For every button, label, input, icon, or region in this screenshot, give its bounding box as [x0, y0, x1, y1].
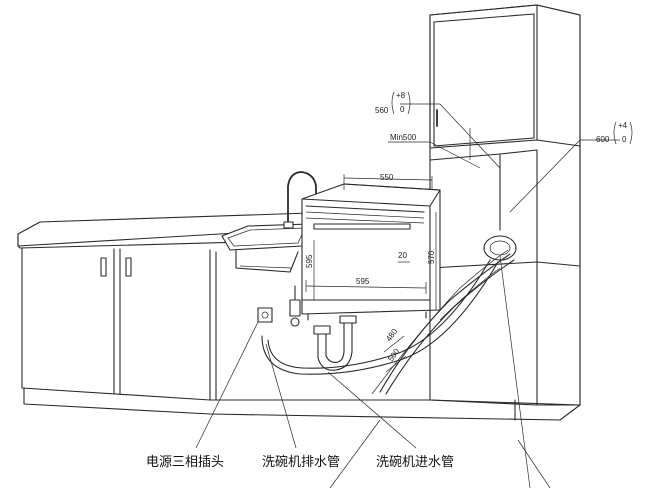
dim-600-tol-upper: +4	[618, 121, 628, 130]
dim-600: 600	[596, 135, 610, 144]
dim-20: 20	[398, 251, 407, 260]
tall-cabinet	[429, 4, 581, 421]
dim-595-horizontal: 595	[356, 277, 370, 286]
caption-drain-hose: 洗碗机排水管	[262, 454, 340, 470]
sink	[221, 171, 321, 273]
dimension-lines	[305, 103, 620, 373]
caption-power-socket: 电源三相插头	[146, 455, 224, 470]
dim-600-tol-lower: 0	[622, 135, 627, 144]
leader-lines	[195, 255, 551, 488]
dim-560: 560	[375, 106, 389, 115]
dim-595-vertical: 595	[305, 254, 314, 268]
caption-inlet-hose: 洗碗机进水管	[376, 454, 454, 470]
plumbing	[257, 235, 517, 395]
dim-480: 480	[384, 327, 399, 344]
dishwasher	[301, 183, 441, 321]
dim-560-tol-upper: +8	[396, 91, 406, 100]
dim-560-tol-lower: 0	[400, 105, 405, 114]
dim-570: 570	[427, 250, 436, 264]
dim-550: 550	[380, 173, 394, 182]
dim-min500: Min500	[390, 133, 417, 142]
captions: 电源三相插头 洗碗机排水管 洗碗机进水管	[146, 454, 454, 470]
